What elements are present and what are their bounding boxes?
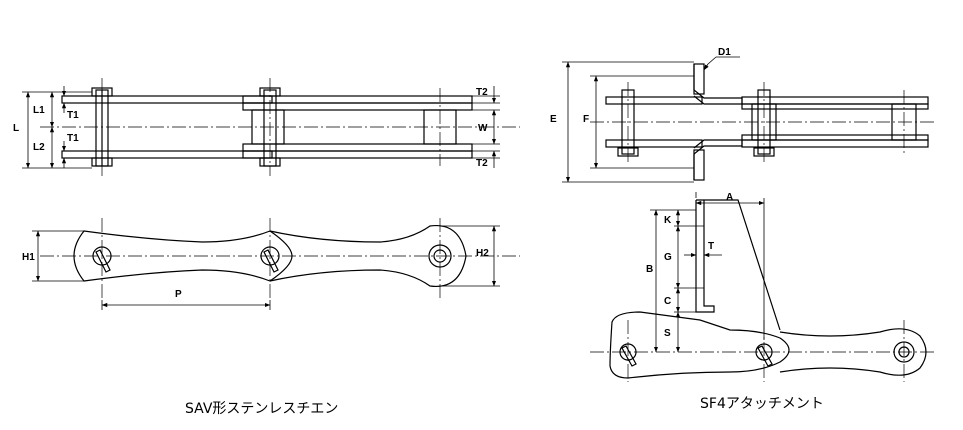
dim-label-T2-bottom: T2 bbox=[476, 158, 488, 169]
sf4-attachment-side-view bbox=[590, 192, 935, 382]
dim-label-H2: H2 bbox=[476, 248, 489, 259]
dim-label-T2-top: T2 bbox=[476, 87, 488, 98]
sav-chain-top-view bbox=[22, 78, 520, 176]
dim-label-B: B bbox=[646, 264, 653, 275]
sav-top-dimension-labels: L L1 L2 T1 T1 T2 W T2 bbox=[13, 87, 488, 169]
dim-label-L2: L2 bbox=[33, 142, 45, 153]
dim-label-F: F bbox=[583, 114, 589, 125]
caption-sf4-attachment: SF4アタッチメント bbox=[700, 396, 824, 412]
dim-label-P: P bbox=[175, 289, 182, 300]
sav-side-dimension-labels: H1 H2 P bbox=[22, 248, 489, 300]
dim-label-G: G bbox=[664, 252, 672, 263]
sav-chain-side-view bbox=[32, 218, 520, 310]
dim-label-D1: D1 bbox=[718, 47, 731, 58]
dim-label-W: W bbox=[478, 123, 488, 134]
dim-label-T1-bottom: T1 bbox=[67, 133, 79, 144]
sf4-attachment-top-view bbox=[562, 56, 935, 183]
dim-label-L: L bbox=[13, 123, 19, 134]
dim-label-E: E bbox=[550, 114, 557, 125]
dim-label-T1-top: T1 bbox=[67, 110, 79, 121]
dim-label-S: S bbox=[664, 328, 671, 339]
dim-label-A: A bbox=[726, 192, 733, 203]
caption-sav-chain: SAV形ステンレスチエン bbox=[185, 401, 338, 417]
dim-label-K: K bbox=[664, 215, 672, 226]
dim-label-H1: H1 bbox=[22, 252, 35, 263]
dim-label-C: C bbox=[664, 296, 671, 307]
sf4-side-dimension-labels: A B K G T C S bbox=[646, 192, 733, 339]
sf4-top-dimension-labels: E F D1 bbox=[550, 47, 731, 125]
dim-label-T: T bbox=[708, 241, 714, 252]
dim-label-L1: L1 bbox=[33, 105, 45, 116]
